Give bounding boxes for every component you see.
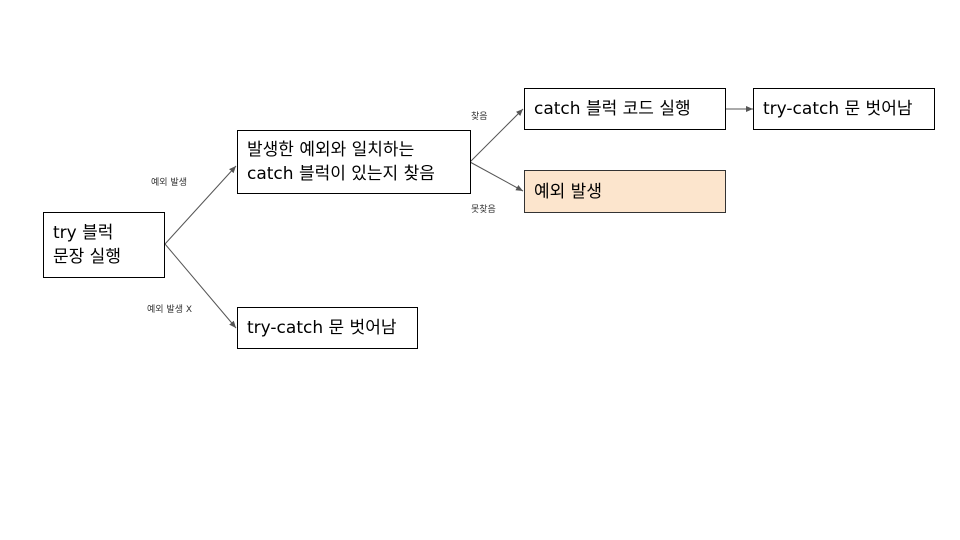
exit-after-catch-node: try-catch 문 벗어남: [753, 88, 935, 130]
exception-thrown-node: 예외 발생: [524, 170, 726, 213]
arrow-try-to-exit: [164, 243, 237, 329]
arrow-check-to-catch: [469, 108, 524, 163]
match-check-node: 발생한 예외와 일치하는 catch 블럭이 있는지 찾음: [237, 130, 471, 194]
edge-label-no-exception: 예외 발생 X: [147, 305, 193, 315]
arrow-check-to-exception: [469, 161, 524, 192]
edge-label-exception-occurs: 예외 발생: [151, 178, 187, 188]
exception-thrown-text: 예외 발생: [534, 181, 602, 202]
try-block-node: try 블럭 문장 실행: [43, 212, 165, 278]
try-block-text: try 블럭 문장 실행: [53, 223, 121, 267]
match-check-text: 발생한 예외와 일치하는 catch 블럭이 있는지 찾음: [247, 140, 435, 184]
exit-after-catch-text: try-catch 문 벗어남: [763, 99, 913, 119]
catch-exec-text: catch 블럭 코드 실행: [534, 99, 691, 119]
arrow-try-to-check: [164, 165, 237, 245]
edge-label-found: 찾음: [471, 112, 488, 122]
catch-exec-node: catch 블럭 코드 실행: [524, 88, 726, 130]
exit-no-exception-node: try-catch 문 벗어남: [237, 307, 418, 349]
edge-label-not-found: 못찾음: [471, 205, 496, 215]
exit-no-exception-text: try-catch 문 벗어남: [247, 318, 397, 338]
